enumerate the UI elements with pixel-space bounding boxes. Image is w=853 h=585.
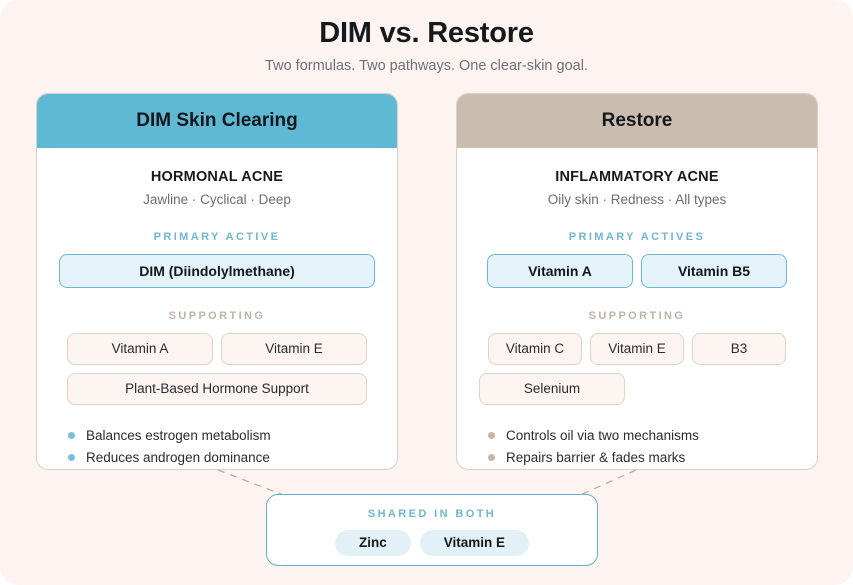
acne-type-restore: INFLAMMATORY ACNE: [555, 169, 719, 185]
card-body-restore: INFLAMMATORY ACNE Oily skin · Redness · …: [457, 148, 817, 469]
bullet-dot-icon: [488, 432, 495, 439]
benefit-item: Balances estrogen metabolism: [59, 425, 375, 447]
page-subtitle: Two formulas. Two pathways. One clear-sk…: [265, 58, 588, 74]
shared-pill[interactable]: Zinc: [334, 530, 411, 556]
acne-description-restore: Oily skin · Redness · All types: [547, 192, 727, 207]
primary-active-pill[interactable]: DIM (Diindolylmethane): [59, 254, 375, 288]
card-header-restore: Restore: [457, 94, 817, 148]
shared-ingredient-list: Zinc Vitamin E: [267, 530, 597, 556]
bullet-dot-icon: [68, 432, 75, 439]
supporting-label-restore: SUPPORTING: [588, 310, 686, 322]
primary-actives-list-restore: Vitamin A Vitamin B5: [479, 254, 795, 288]
supporting-list-restore: Vitamin C Vitamin E B3 Selenium: [479, 333, 795, 405]
supporting-pill[interactable]: Plant-Based Hormone Support: [67, 373, 367, 405]
card-body-dim: HORMONAL ACNE Jawline · Cyclical · Deep …: [37, 148, 397, 469]
primary-active-pill[interactable]: Vitamin B5: [641, 254, 787, 288]
supporting-pill[interactable]: Vitamin A: [67, 333, 213, 365]
connector-right: [577, 469, 637, 497]
benefit-list-dim: Balances estrogen metabolism Reduces and…: [59, 425, 375, 469]
acne-description-dim: Jawline · Cyclical · Deep: [143, 192, 291, 207]
acne-type-dim: HORMONAL ACNE: [150, 169, 284, 185]
benefit-list-restore: Controls oil via two mechanisms Repairs …: [479, 425, 795, 469]
page-title: DIM vs. Restore: [319, 17, 534, 49]
benefit-item: Controls oil via two mechanisms: [479, 425, 795, 447]
shared-in-both-label: SHARED IN BOTH: [367, 508, 497, 520]
primary-active-pill[interactable]: Vitamin A: [487, 254, 633, 288]
supporting-pill[interactable]: Vitamin E: [590, 333, 684, 365]
benefit-text: Repairs barrier & fades marks: [506, 450, 686, 465]
benefit-text: Reduces androgen dominance: [86, 450, 270, 465]
supporting-list-dim: Vitamin A Vitamin E Plant-Based Hormone …: [59, 333, 375, 405]
supporting-pill[interactable]: Vitamin E: [221, 333, 367, 365]
supporting-pill[interactable]: Selenium: [479, 373, 625, 405]
benefit-text: Balances estrogen metabolism: [86, 428, 271, 443]
supporting-pill[interactable]: B3: [692, 333, 786, 365]
connector-left: [217, 469, 287, 497]
card-header-dim: DIM Skin Clearing: [37, 94, 397, 148]
page-header: DIM vs. Restore Two formulas. Two pathwa…: [0, 16, 853, 76]
bullet-dot-icon: [68, 454, 75, 461]
bullet-dot-icon: [488, 454, 495, 461]
shared-pill[interactable]: Vitamin E: [419, 530, 530, 556]
benefit-item: Repairs barrier & fades marks: [479, 447, 795, 469]
card-restore[interactable]: Restore INFLAMMATORY ACNE Oily skin · Re…: [456, 93, 818, 470]
supporting-pill[interactable]: Vitamin C: [488, 333, 582, 365]
benefit-text: Controls oil via two mechanisms: [506, 428, 699, 443]
supporting-label-dim: SUPPORTING: [168, 310, 266, 322]
card-dim-skin-clearing[interactable]: DIM Skin Clearing HORMONAL ACNE Jawline …: [36, 93, 398, 470]
shared-in-both-box[interactable]: SHARED IN BOTH Zinc Vitamin E: [266, 494, 598, 566]
primary-active-label-dim: PRIMARY ACTIVE: [153, 231, 281, 243]
benefit-item: Reduces androgen dominance: [59, 447, 375, 469]
primary-active-list-dim: DIM (Diindolylmethane): [59, 254, 375, 288]
primary-actives-label-restore: PRIMARY ACTIVES: [568, 231, 706, 243]
